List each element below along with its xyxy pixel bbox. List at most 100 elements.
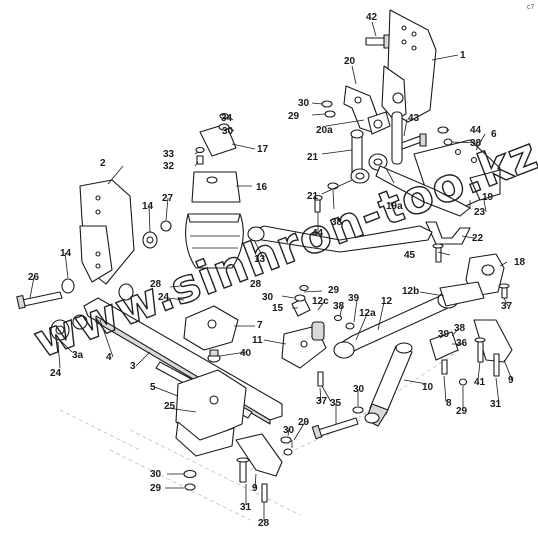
callout-28: 28 (150, 279, 162, 290)
callout-28: 28 (258, 518, 270, 529)
callout-24: 24 (158, 292, 170, 303)
callout-30: 30 (150, 469, 162, 480)
callout-38: 38 (454, 323, 466, 334)
long-bolt-26 (16, 291, 63, 310)
callout-16: 16 (256, 182, 268, 193)
washers-30-29 (321, 100, 336, 118)
callout-2: 2 (100, 158, 106, 169)
bracket-9-lower (235, 433, 283, 477)
callout-20a: 20a (316, 125, 333, 136)
eye-bushing-3a (50, 314, 88, 341)
bolt-28-lower (261, 483, 268, 503)
callout-29: 29 (328, 285, 340, 296)
washers-30-29-upper (294, 284, 309, 302)
callout-19: 19 (482, 192, 494, 203)
callout-12a: 12a (359, 308, 376, 319)
callout-38: 38 (331, 217, 343, 228)
callout-19a: 19a (386, 201, 403, 212)
bolt-43 (399, 133, 427, 150)
bolt-41 (474, 337, 486, 363)
callout-8: 8 (446, 398, 452, 409)
frame-ghost-lines (59, 349, 461, 521)
bolt-37-mid (317, 371, 324, 387)
top-plate-17 (195, 112, 237, 165)
callout-6: 6 (491, 129, 497, 140)
callout-35: 35 (330, 398, 342, 409)
callout-29: 29 (456, 406, 468, 417)
callout-41: 41 (474, 377, 486, 388)
axle-plate-5 (175, 369, 247, 457)
callout-29: 29 (288, 111, 300, 122)
callout-12c: 12c (312, 296, 329, 307)
callout-39: 39 (348, 293, 360, 304)
bolt-31-right (493, 353, 500, 377)
callout-31: 31 (240, 502, 252, 513)
callout-4: 4 (106, 352, 112, 363)
callout-38: 38 (470, 138, 482, 149)
callout-17: 17 (257, 144, 269, 155)
callout-20: 20 (344, 56, 356, 67)
callout-9: 9 (508, 375, 514, 386)
callout-33: 33 (163, 149, 175, 160)
bushing-19 (368, 153, 388, 171)
bracket-2-left (79, 179, 135, 285)
bushing-19a (350, 168, 370, 184)
callout-36: 36 (456, 338, 468, 349)
pin-8 (441, 359, 448, 375)
clamp-22 (425, 221, 471, 245)
callout-14: 14 (142, 201, 154, 212)
bushing-20a (367, 111, 391, 135)
callout-12: 12 (381, 296, 393, 307)
hanger-assembly-6-23 (375, 139, 501, 217)
callout-21: 21 (307, 152, 319, 163)
callout-44: 44 (312, 228, 324, 239)
callout-43: 43 (408, 113, 420, 124)
callout-30: 30 (283, 425, 295, 436)
callout-labels: 4 2 1 20 30 29 20a 43 44 6 38 34 30 17 33… (28, 12, 526, 529)
callout-1: 1 (460, 50, 466, 61)
callout-37: 37 (501, 301, 513, 312)
callout-9: 9 (252, 483, 258, 494)
callout-34: 34 (221, 113, 233, 124)
bushing-14-upper (142, 231, 158, 249)
bolt-45 (432, 243, 444, 263)
callout-38: 38 (333, 301, 345, 312)
callout-30: 30 (353, 384, 365, 395)
callout-45: 45 (404, 250, 416, 261)
nuts-39-38 (333, 314, 355, 330)
callout-24: 24 (50, 368, 62, 379)
bolt-37-right (498, 283, 510, 299)
callout-15: 15 (272, 303, 284, 314)
bolt-31-lower (236, 457, 250, 483)
bushing-27 (160, 220, 172, 232)
callout-22: 22 (472, 233, 484, 244)
bolt-40 (207, 349, 221, 363)
lower-mount-7 (183, 305, 239, 351)
callout-3a: 3a (72, 350, 84, 361)
callout-23: 23 (474, 207, 486, 218)
callout-29: 29 (150, 483, 162, 494)
callout-5: 5 (150, 382, 156, 393)
air-spring-16 (185, 171, 244, 269)
callout-12b: 12b (402, 286, 419, 297)
corner-mark: c7 (527, 4, 535, 11)
callout-39: 39 (438, 329, 450, 340)
washers-30-29-mid (280, 406, 364, 456)
callout-26: 26 (28, 272, 40, 283)
bushing-14-lower (61, 278, 134, 301)
front-bracket-1 (381, 9, 437, 123)
callout-11: 11 (252, 335, 263, 346)
callout-30: 30 (298, 98, 310, 109)
bushing-12c (311, 321, 325, 341)
callout-29: 29 (298, 417, 310, 428)
callout-14: 14 (60, 248, 72, 259)
callout-27: 27 (162, 193, 174, 204)
callout-18: 18 (514, 257, 526, 268)
callout-44: 44 (470, 125, 482, 136)
washers-30-29-bottom (183, 469, 197, 491)
nut-29-right (458, 378, 468, 386)
callout-30: 30 (262, 292, 274, 303)
callout-32: 32 (163, 161, 175, 172)
